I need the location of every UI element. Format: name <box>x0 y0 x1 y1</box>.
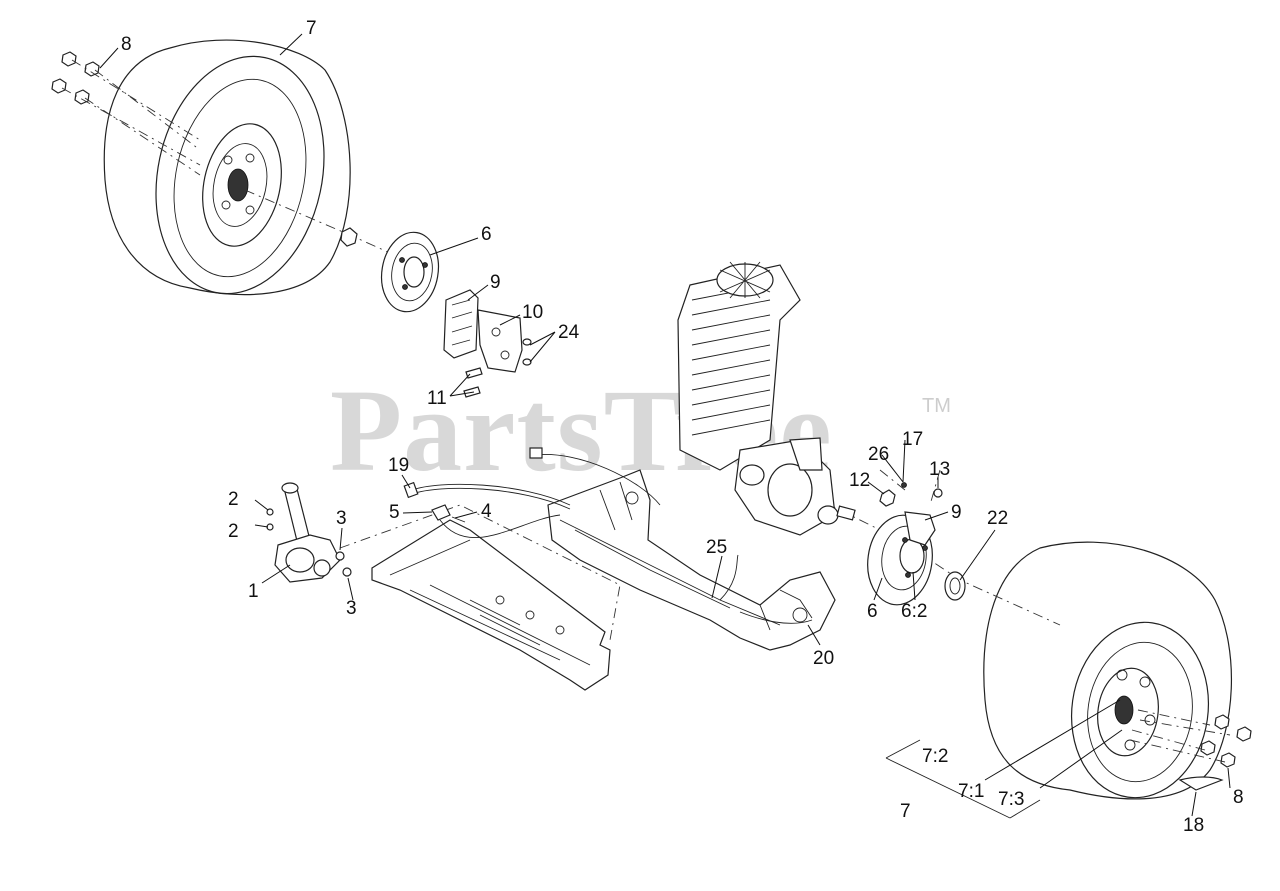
callout-25: 25 <box>706 537 727 558</box>
callout-19: 19 <box>388 455 409 476</box>
callout-13: 13 <box>929 459 950 480</box>
watermark-trademark: TM <box>922 395 951 417</box>
callout-7-1: 7:1 <box>958 781 984 802</box>
lower-right-lug-nuts <box>1200 714 1252 768</box>
callout-7-upper: 7 <box>306 18 317 39</box>
callout-9-lower: 9 <box>951 502 962 523</box>
leader-lines <box>99 33 1231 817</box>
callout-22: 22 <box>987 508 1008 529</box>
callout-17: 17 <box>902 429 923 450</box>
callout-2-bottom: 2 <box>228 521 239 542</box>
callout-18: 18 <box>1183 815 1204 836</box>
upper-left-lug-nuts <box>51 51 100 105</box>
callout-6-lower: 6 <box>867 601 878 622</box>
callout-12: 12 <box>849 470 870 491</box>
brake-caliper-assembly <box>443 289 532 398</box>
engine-assembly <box>677 261 856 536</box>
callout-7-lower: 7 <box>900 801 911 822</box>
control-cable <box>403 447 661 539</box>
mounting-plate <box>371 519 611 691</box>
callout-8-lower: 8 <box>1233 787 1244 808</box>
control-lever-assembly <box>266 482 352 583</box>
callout-3-bottom: 3 <box>346 598 357 619</box>
callout-6-2: 6:2 <box>901 601 927 622</box>
frame <box>547 469 836 651</box>
right-brake-drum <box>867 482 966 606</box>
callout-2-top: 2 <box>228 489 239 510</box>
valve-stem <box>1178 776 1224 791</box>
callout-labels: 7 8 6 9 10 24 11 19 5 4 2 2 3 3 1 25 20 … <box>121 18 1244 836</box>
callout-8-upper: 8 <box>121 34 132 55</box>
callout-7-2: 7:2 <box>922 746 948 767</box>
upper-brake-drum <box>340 227 440 313</box>
callout-7-3: 7:3 <box>998 789 1024 810</box>
callout-3-top: 3 <box>336 508 347 529</box>
callout-20: 20 <box>813 648 834 669</box>
callout-9-upper: 9 <box>490 272 501 293</box>
lower-right-tire <box>983 541 1232 800</box>
callout-5: 5 <box>389 502 400 523</box>
callout-4: 4 <box>481 501 492 522</box>
callout-10: 10 <box>522 302 543 323</box>
upper-left-tire <box>103 39 351 296</box>
callout-1: 1 <box>248 581 259 602</box>
callout-26: 26 <box>868 444 889 465</box>
callout-11: 11 <box>427 388 447 409</box>
callout-6-upper: 6 <box>481 224 492 245</box>
callout-24: 24 <box>558 322 580 343</box>
